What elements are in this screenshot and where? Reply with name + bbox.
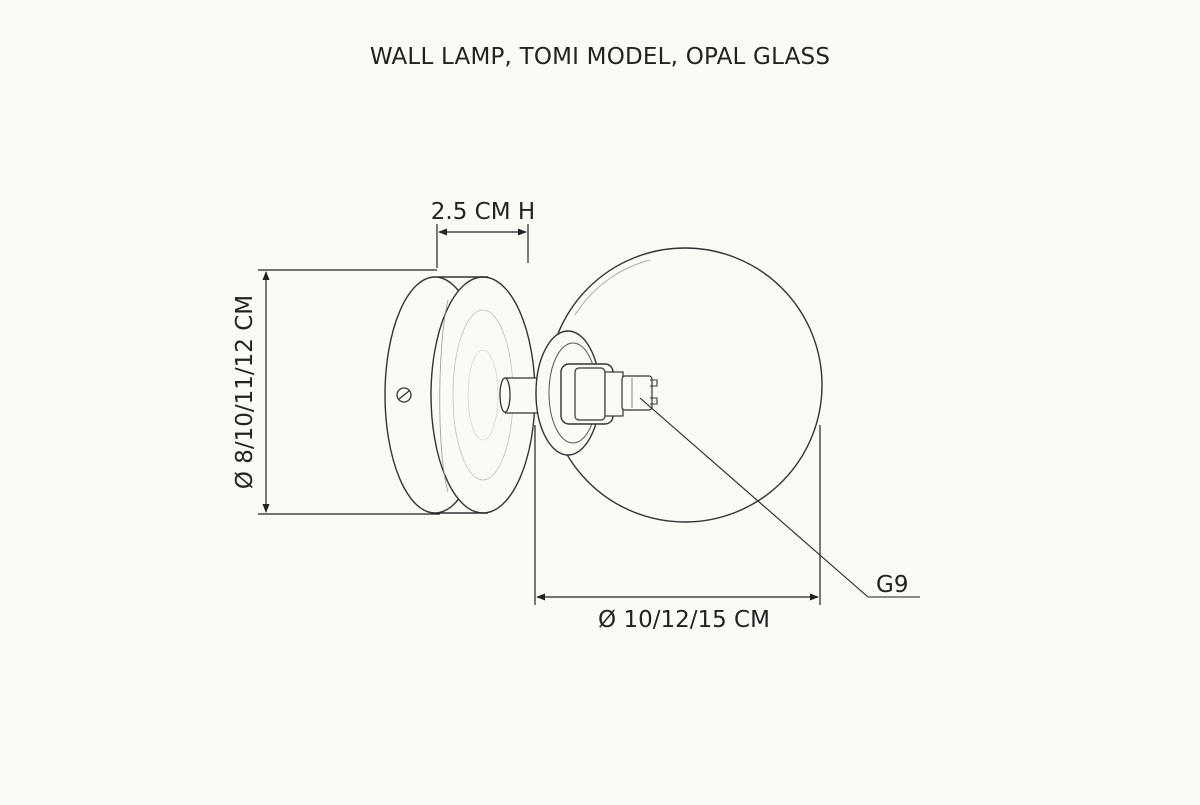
wall-base [384,276,536,514]
socket-leader: G9 [639,397,920,598]
g9-socket [560,363,658,425]
base-diameter-label: Ø 8/10/11/12 CM [232,295,258,489]
drawing-title: WALL LAMP, TOMI MODEL, OPAL GLASS [369,44,831,70]
dimension-globe-diameter: Ø 10/12/15 CM [534,425,821,633]
base-height-label: 2.5 CM H [431,199,535,225]
socket-label: G9 [876,572,908,598]
dimension-base-diameter: Ø 8/10/11/12 CM [232,269,440,515]
screw-icon [396,387,412,403]
globe-diameter-label: Ø 10/12/15 CM [598,607,770,633]
dimension-base-height: 2.5 CM H [431,199,535,268]
